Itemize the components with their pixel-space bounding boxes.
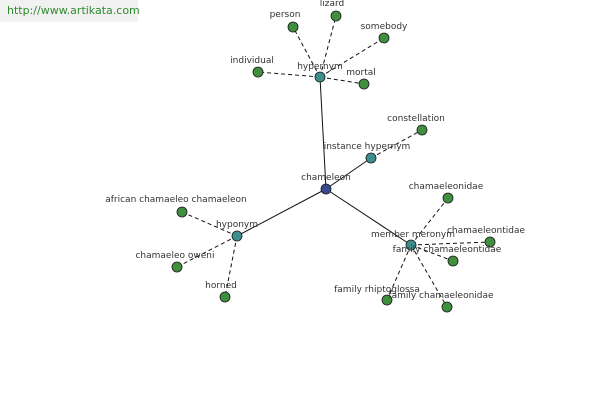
edge-hypernym-individual xyxy=(257,71,321,78)
edge-chameleon-hyponym xyxy=(236,188,327,237)
edge-member-meronym-family-chamaeleontidae xyxy=(410,244,454,262)
edge-hyponym-african-chamaeleo-chamaeleon xyxy=(181,211,238,237)
edge-chameleon-hypernym xyxy=(319,76,327,190)
relation-node-instance-hypernym[interactable] xyxy=(365,152,377,164)
leaf-label-person[interactable]: person xyxy=(270,10,301,20)
nodes xyxy=(171,10,496,313)
leaf-node-chamaeleonidae[interactable] xyxy=(442,192,454,204)
leaf-node-family-chamaeleontidae[interactable] xyxy=(447,255,459,267)
edges xyxy=(176,15,491,308)
leaf-node-constellation[interactable] xyxy=(416,124,428,136)
leaf-node-chamaeleo-oweni[interactable] xyxy=(171,261,183,273)
labels: chameleon hypernym person lizard somebody ind… xyxy=(105,0,525,301)
relation-label-hypernym[interactable]: hypernym xyxy=(297,62,343,72)
leaf-label-african-chamaeleo-chamaeleon[interactable]: african chamaeleo chamaeleon xyxy=(105,195,247,205)
leaf-label-lizard[interactable]: lizard xyxy=(320,0,345,9)
edge-hypernym-somebody xyxy=(319,37,385,78)
leaf-node-person[interactable] xyxy=(287,21,299,33)
relation-label-instance-hypernym[interactable]: instance hypernym xyxy=(324,142,411,152)
leaf-node-individual[interactable] xyxy=(252,66,264,78)
root-label-chameleon[interactable]: chameleon xyxy=(301,173,351,183)
leaf-node-mortal[interactable] xyxy=(358,78,370,90)
edge-hyponym-chamaeleo-oweni xyxy=(176,235,238,268)
root-node-chameleon[interactable] xyxy=(320,183,332,195)
edge-member-meronym-chamaeleontidae xyxy=(410,241,491,246)
relation-label-hyponym[interactable]: hyponym xyxy=(216,220,258,230)
leaf-node-somebody[interactable] xyxy=(378,32,390,44)
leaf-label-family-chamaeleontidae[interactable]: family chamaeleontidae xyxy=(393,245,502,255)
relation-node-member-meronym[interactable] xyxy=(405,239,417,251)
leaf-node-horned[interactable] xyxy=(219,291,231,303)
leaf-label-family-rhiptoglossa[interactable]: family rhiptoglossa xyxy=(334,285,420,295)
relation-label-member-meronym[interactable]: member meronym xyxy=(371,230,455,240)
leaf-label-chamaeleontidae[interactable]: chamaeleontidae xyxy=(447,226,525,236)
leaf-label-constellation[interactable]: constellation xyxy=(387,114,445,124)
leaf-label-mortal[interactable]: mortal xyxy=(346,68,376,78)
leaf-label-individual[interactable]: individual xyxy=(230,56,274,66)
leaf-label-horned[interactable]: horned xyxy=(205,281,237,291)
leaf-label-family-chamaeleonidae[interactable]: family chamaeleonidae xyxy=(388,291,494,301)
edge-hypernym-mortal xyxy=(319,76,365,85)
edge-hypernym-person xyxy=(292,26,321,78)
edge-chameleon-instance-hypernym xyxy=(325,157,372,190)
edge-instance-hypernym-constellation xyxy=(370,129,423,159)
edge-hypernym-lizard xyxy=(319,15,337,78)
edge-member-meronym-family-rhiptoglossa xyxy=(386,244,412,301)
leaf-label-chamaeleo-oweni[interactable]: chamaeleo oweni xyxy=(135,251,214,261)
edge-member-meronym-chamaeleonidae xyxy=(410,197,449,246)
watermark-link[interactable]: http://www.artikata.com xyxy=(0,0,140,22)
edge-hyponym-horned xyxy=(224,235,238,298)
leaf-node-african-chamaeleo-chamaeleon[interactable] xyxy=(176,206,188,218)
relation-node-hyponym[interactable] xyxy=(231,230,243,242)
leaf-node-family-rhiptoglossa[interactable] xyxy=(381,294,393,306)
leaf-node-family-chamaeleonidae[interactable] xyxy=(441,301,453,313)
leaf-node-chamaeleontidae[interactable] xyxy=(484,236,496,248)
leaf-label-chamaeleonidae[interactable]: chamaeleonidae xyxy=(409,182,484,192)
relation-node-hypernym[interactable] xyxy=(314,71,326,83)
edge-chameleon-member-meronym xyxy=(325,188,412,246)
leaf-node-lizard[interactable] xyxy=(330,10,342,22)
edge-member-meronym-family-chamaeleonidae xyxy=(410,244,448,308)
leaf-label-somebody[interactable]: somebody xyxy=(361,22,408,32)
